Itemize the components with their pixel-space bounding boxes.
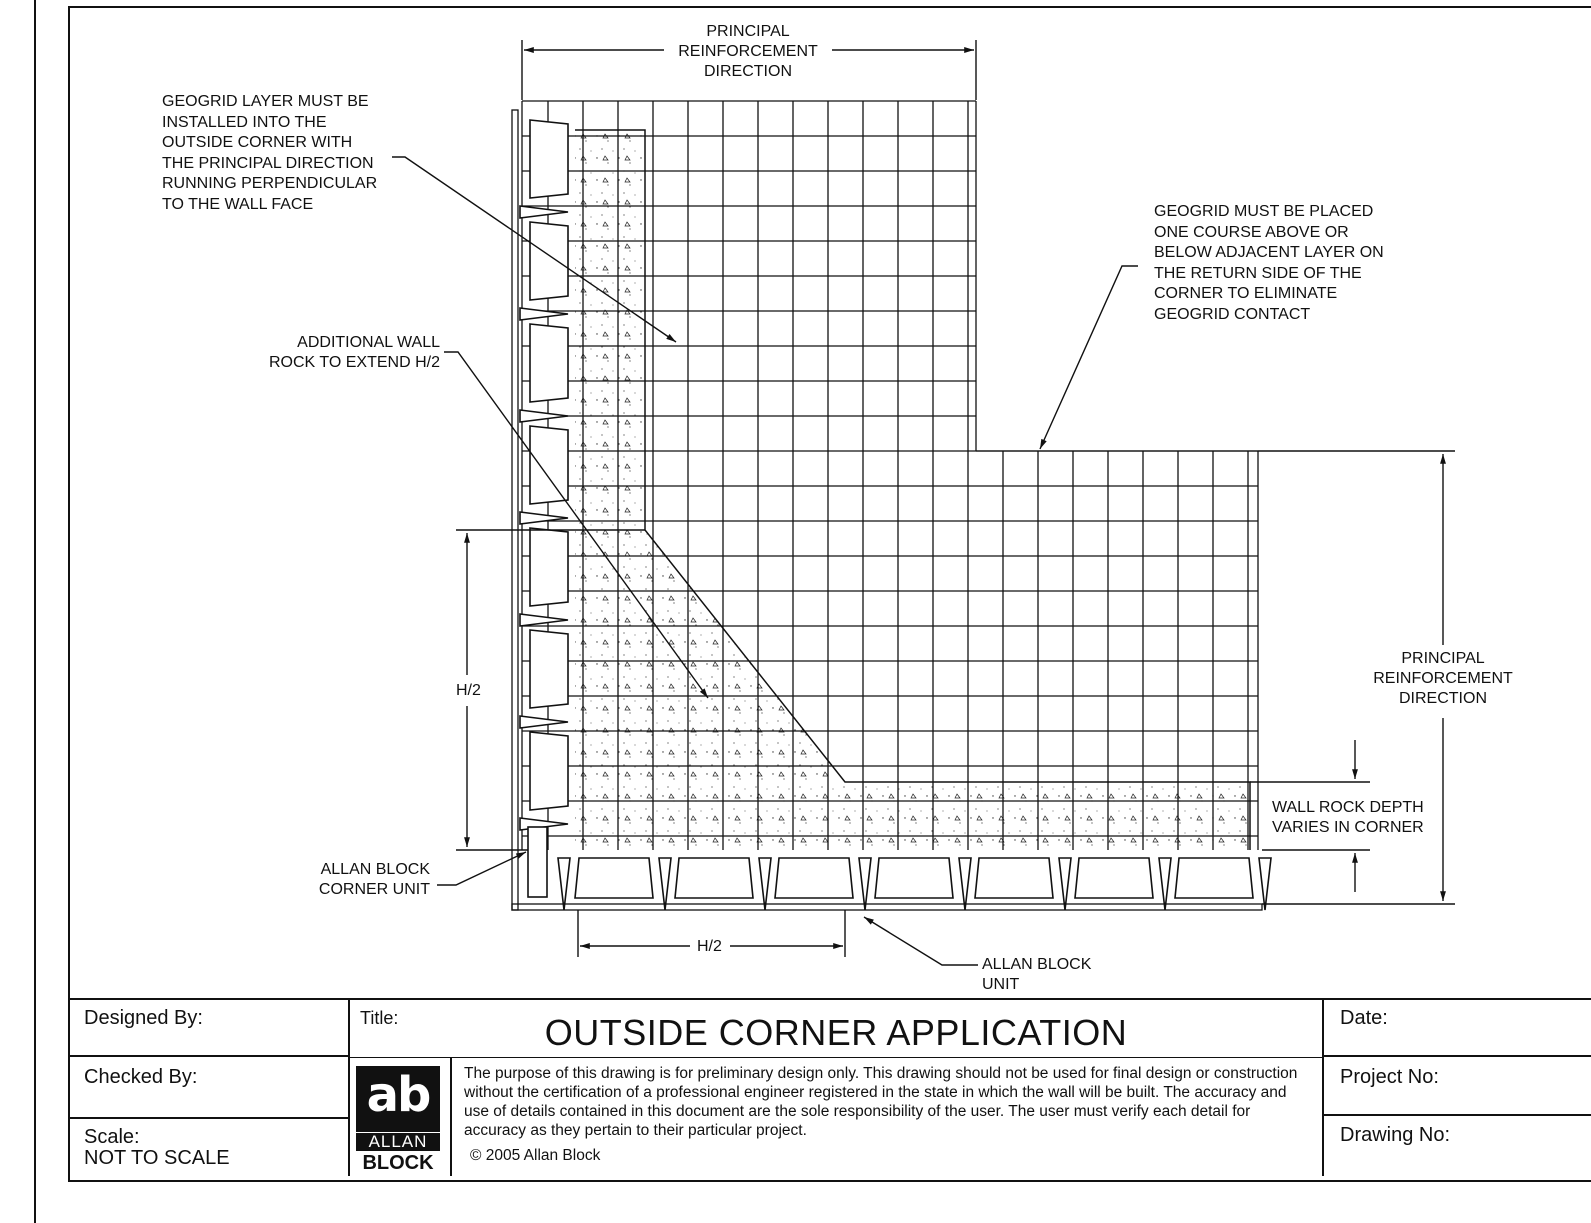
block-gap-wedge — [519, 307, 569, 321]
allan-block-unit — [1174, 857, 1254, 899]
title-label: Title: — [360, 1008, 399, 1028]
logo-mark: ab — [366, 1067, 432, 1123]
title-block-logo-top — [350, 1057, 1322, 1058]
block-gap-wedge — [1058, 857, 1072, 911]
drawing-sheet — [68, 6, 1591, 1182]
label-corner-unit: ALLAN BLOCK CORNER UNIT — [318, 861, 430, 898]
date-label: Date: — [1340, 1007, 1388, 1029]
allan-block-unit — [974, 857, 1054, 899]
scale-value: NOT TO SCALE — [84, 1147, 230, 1169]
label-geogrid-corner: GEOGRID LAYER MUST BE INSTALLED INTO THE… — [162, 93, 378, 213]
label-h2-vertical: H/2 — [456, 682, 481, 699]
wall-rock-outline — [575, 129, 1251, 850]
block-gap-wedge — [1158, 857, 1172, 911]
allan-block-unit — [574, 857, 654, 899]
logo-text-allan: ALLAN — [356, 1132, 440, 1152]
allan-block-unit — [529, 425, 569, 505]
disclaimer-text: The purpose of this drawing is for preli… — [464, 1065, 1298, 1139]
allan-block-corner-unit — [527, 826, 548, 898]
project-no-label: Project No: — [1340, 1066, 1439, 1088]
frame-border-left — [34, 0, 36, 1223]
title-block-top-line — [68, 998, 1591, 1000]
wall-outer-face-bottom — [511, 903, 1263, 911]
scale-label: Scale: — [84, 1126, 140, 1148]
block-unit-leader — [863, 916, 978, 966]
label-wall-rock: ADDITIONAL WALL ROCK TO EXTEND H/2 — [269, 334, 440, 371]
drawing-no-label: Drawing No: — [1340, 1124, 1451, 1146]
geogrid-return-leader — [1039, 265, 1138, 450]
geogrid-corner-leader — [392, 156, 677, 343]
allan-block-unit — [529, 119, 569, 199]
block-gap-wedge — [519, 511, 569, 525]
block-gap-wedge — [519, 409, 569, 423]
title-block-row-line — [68, 1055, 350, 1057]
allan-block-logo: ab ALLAN BLOCK — [356, 1066, 440, 1174]
label-block-unit: ALLAN BLOCK UNIT — [982, 956, 1092, 993]
title-block-divider-2 — [1322, 998, 1324, 1176]
logo-text-block: BLOCK — [356, 1152, 440, 1174]
allan-block-units-bottom-wall — [557, 857, 1272, 911]
allan-block-unit — [774, 857, 854, 899]
title-block-scale-line — [68, 1117, 350, 1119]
allan-block-unit — [1074, 857, 1154, 899]
block-gap-wedge — [519, 205, 569, 219]
label-principal-top: PRINCIPAL REINFORCEMENT DIRECTION — [678, 23, 818, 80]
geogrid — [521, 100, 1259, 850]
title-block-divider-logo — [450, 1058, 452, 1176]
allan-block-units-left-wall — [519, 119, 569, 831]
drawing-title: OUTSIDE CORNER APPLICATION — [544, 1012, 1128, 1053]
block-gap-wedge — [557, 857, 571, 911]
title-block-row-line-right — [1322, 1055, 1591, 1057]
block-gap-wedge — [1258, 857, 1272, 911]
block-gap-wedge — [858, 857, 872, 911]
allan-block-unit — [529, 527, 569, 607]
title-block-divider-1 — [348, 998, 350, 1176]
corner-unit-leader — [437, 851, 527, 886]
label-principal-right: PRINCIPAL REINFORCEMENT DIRECTION — [1373, 650, 1513, 707]
title-block-drawing-line — [1322, 1114, 1591, 1116]
block-gap-wedge — [958, 857, 972, 911]
block-gap-wedge — [758, 857, 772, 911]
allan-block-unit — [529, 629, 569, 709]
designed-by-label: Designed By: — [84, 1007, 203, 1029]
label-geogrid-return: GEOGRID MUST BE PLACED ONE COURSE ABOVE … — [1154, 203, 1384, 323]
checked-by-label: Checked By: — [84, 1066, 198, 1088]
block-gap-wedge — [519, 715, 569, 729]
copyright-text: © 2005 Allan Block — [470, 1147, 601, 1164]
block-gap-wedge — [519, 613, 569, 627]
allan-block-unit — [529, 323, 569, 403]
label-rock-depth: WALL ROCK DEPTH VARIES IN CORNER — [1272, 799, 1424, 836]
wall-rock-fill — [575, 130, 1250, 850]
label-h2-horizontal: H/2 — [697, 938, 722, 955]
allan-block-unit — [529, 731, 569, 811]
allan-block-unit — [529, 221, 569, 301]
wall-rock-leader — [444, 351, 709, 699]
allan-block-unit — [674, 857, 754, 899]
allan-block-unit — [874, 857, 954, 899]
block-gap-wedge — [658, 857, 672, 911]
